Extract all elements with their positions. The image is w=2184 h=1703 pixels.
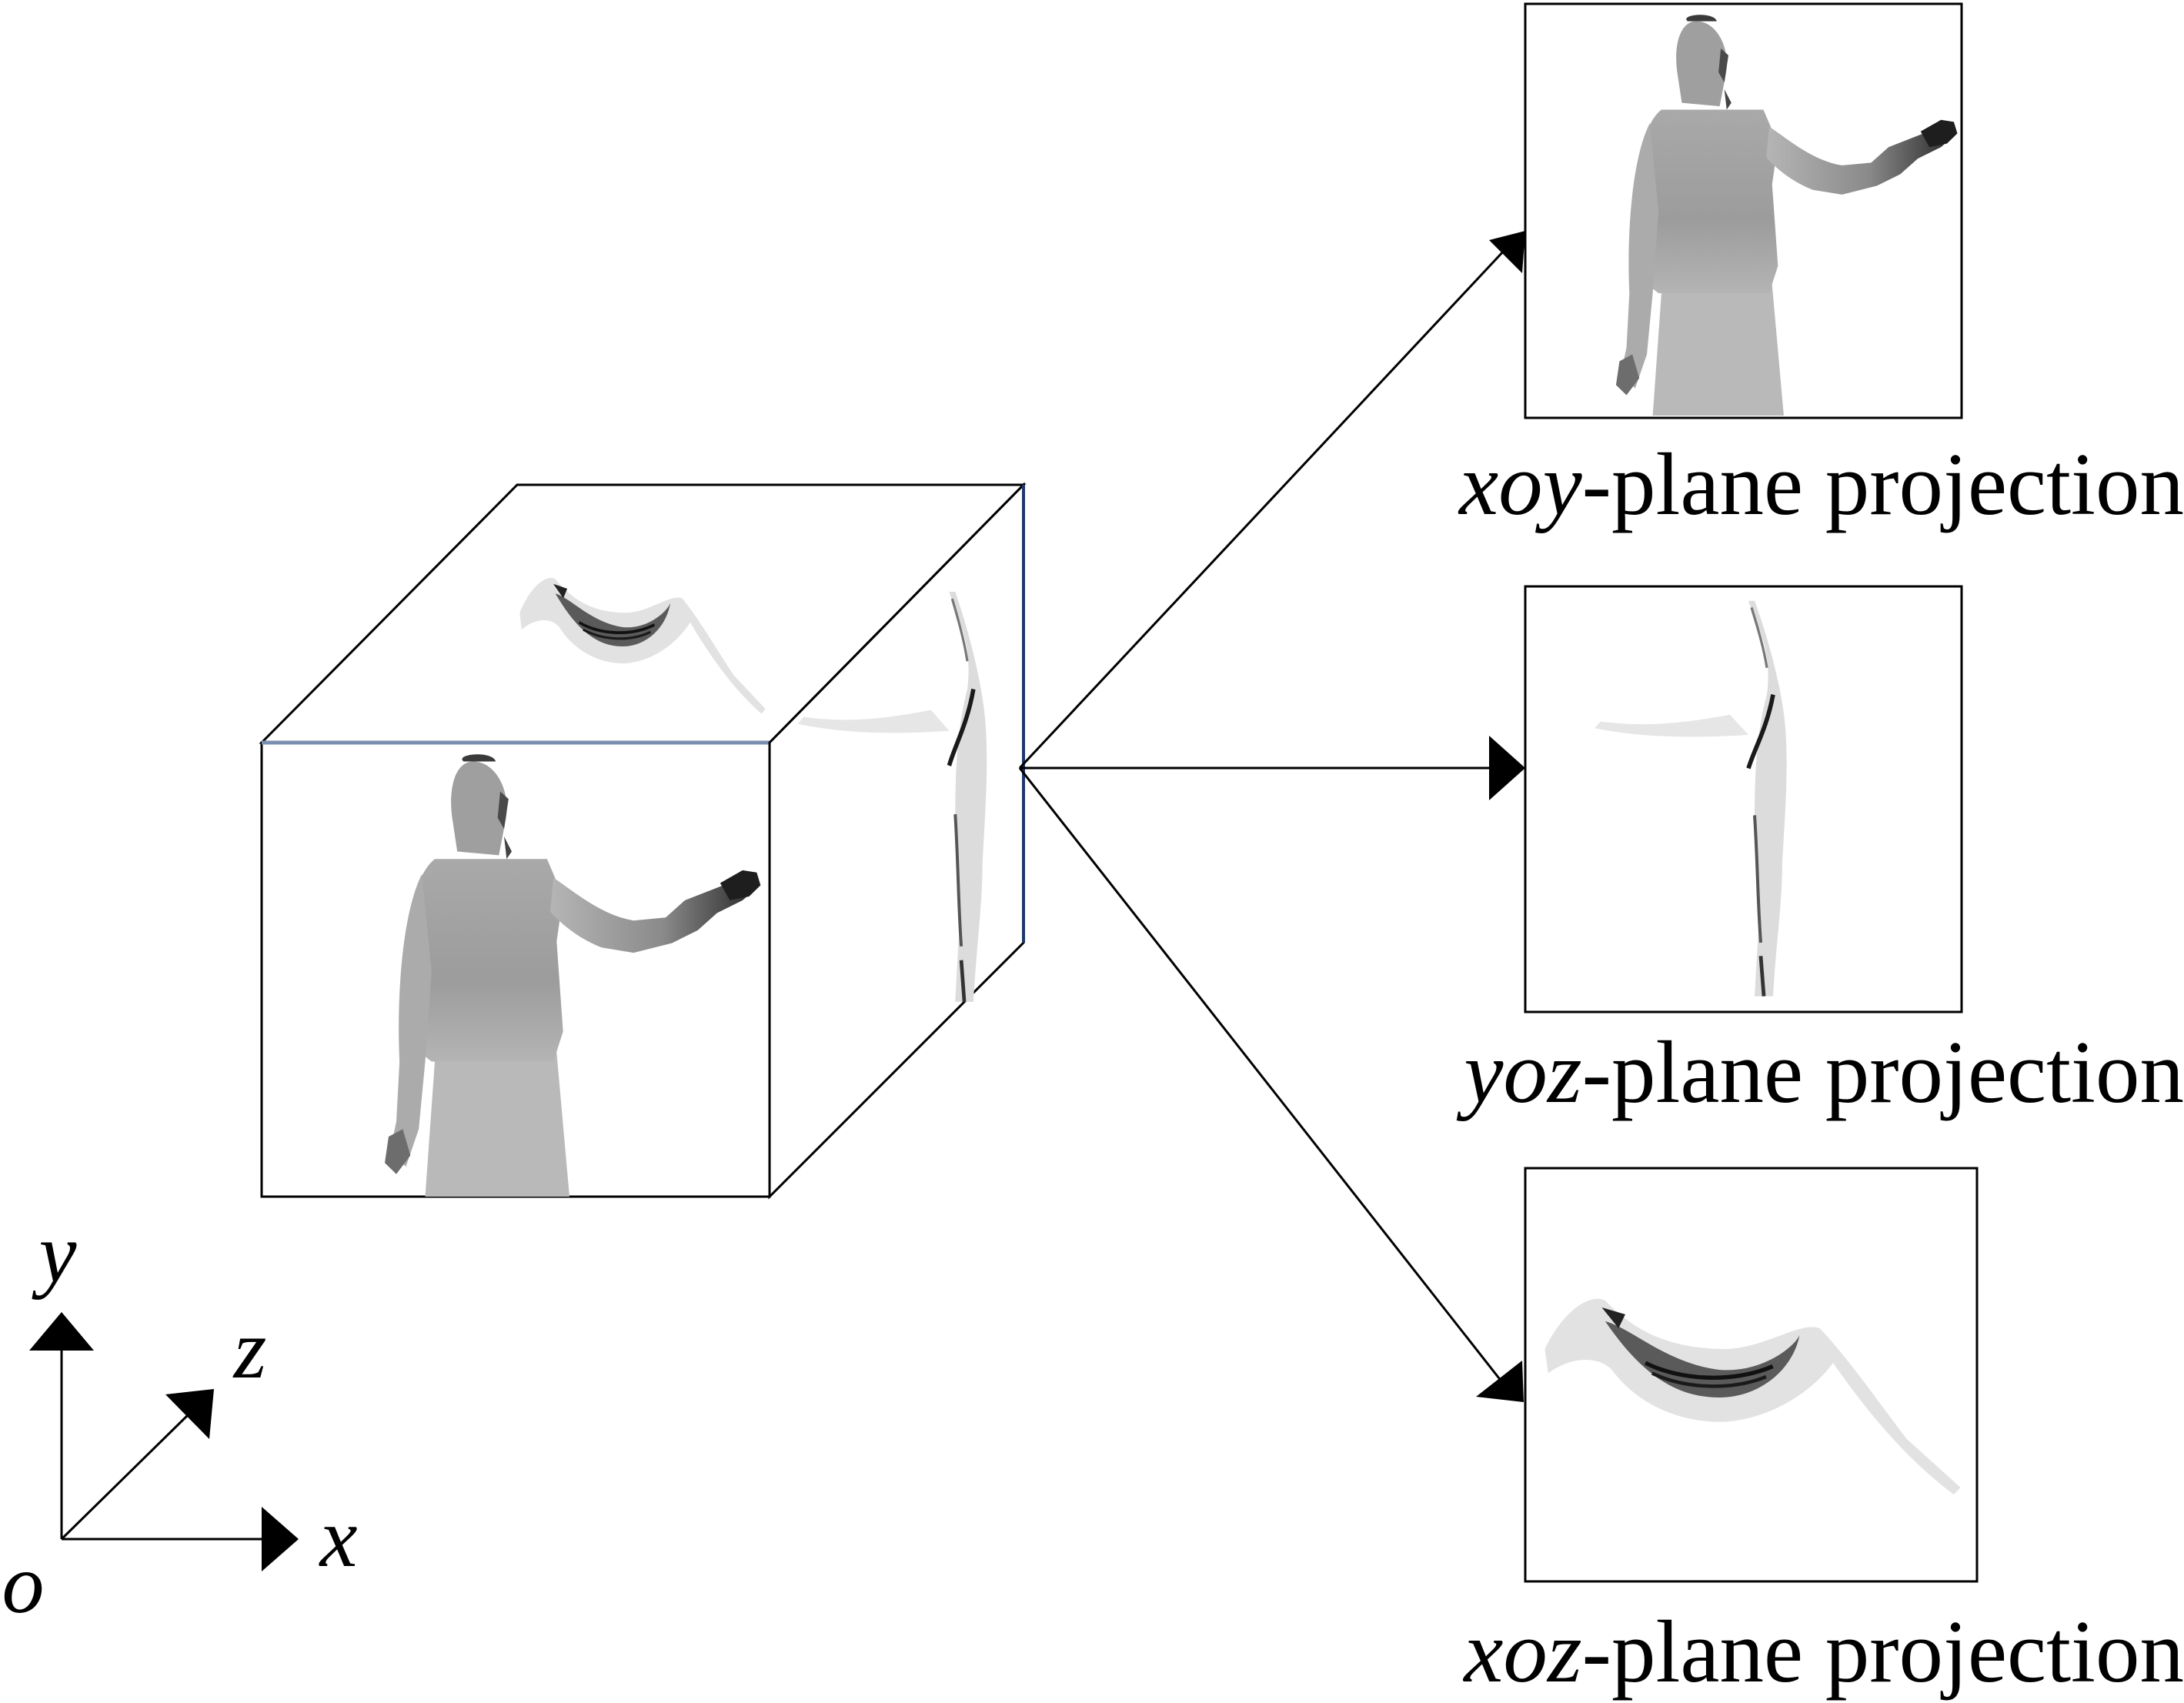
y-axis-label: y: [32, 1206, 77, 1300]
z-axis-arrowhead: [165, 1389, 214, 1439]
z-axis-label: z: [232, 1302, 267, 1396]
projection-arrows: [1018, 249, 1506, 1386]
projection-cube: [259, 482, 1027, 1200]
arrowhead-yoz: [1489, 736, 1525, 800]
arrowheads: [1476, 231, 1525, 1402]
cube-front-face: [260, 741, 771, 1198]
yoz-caption: yoz-plane projection: [1456, 1023, 2184, 1121]
arrowhead-xoy: [1489, 231, 1525, 273]
coordinate-axes: y z x o: [2, 1206, 358, 1631]
arrowhead-xoz: [1476, 1361, 1524, 1402]
xoz-projection-panel: [1524, 1167, 1979, 1583]
arrow-to-xoz: [1018, 767, 1506, 1386]
origin-label: o: [2, 1537, 45, 1631]
xoz-caption: xoz-plane projection: [1462, 1603, 2184, 1701]
xoy-caption: xoy-plane projection: [1458, 436, 2184, 533]
y-axis-arrowhead: [29, 1312, 94, 1351]
yoz-projection-panel: [1524, 585, 1963, 1013]
x-axis-arrowhead: [262, 1507, 299, 1571]
xoy-projection-panel: [1524, 2, 1963, 419]
x-axis-label: x: [319, 1491, 358, 1584]
cube-right-face: [768, 482, 1025, 1200]
arrow-to-xoy: [1018, 249, 1506, 770]
